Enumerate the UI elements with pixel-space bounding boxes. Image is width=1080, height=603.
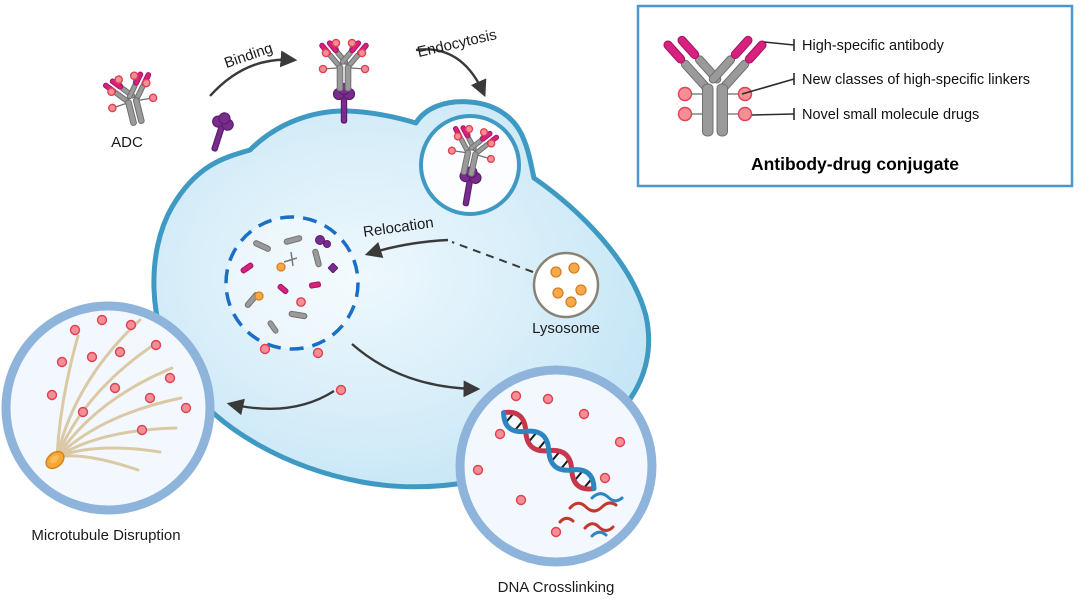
dna-crosslinking-circle (455, 365, 657, 567)
binding-arrow (209, 50, 298, 97)
legend-items: High-specific antibody New classes of hi… (802, 38, 1030, 123)
dna-crosslinking-label: DNA Crosslinking (498, 579, 615, 596)
dna-helix (501, 409, 597, 492)
adc-free (100, 65, 164, 132)
endosome-dashed-circle (224, 215, 360, 351)
legend-box: High-specific antibody New classes of hi… (636, 4, 1074, 188)
microtubule-drug-dots (46, 314, 192, 436)
lysosome-label: Lysosome (532, 320, 600, 337)
process-arrows (209, 48, 534, 416)
adc-label: ADC (111, 134, 143, 151)
released-drug-dots (259, 343, 347, 396)
centrosome-icon (45, 450, 65, 470)
microtubule-disruption-circle (1, 301, 215, 515)
microtubule-disruption-label: Microtubule Disruption (31, 527, 180, 544)
relocation-arrow (364, 238, 449, 258)
legend-item-linkers: New classes of high-specific linkers (802, 72, 1030, 88)
dna-drug-dots (472, 390, 626, 538)
legend-adc-schematic (663, 35, 767, 137)
to-microtubule-arrow (226, 389, 335, 416)
spindle-fibers (55, 318, 183, 472)
dna-fragments (558, 492, 624, 538)
to-dna-arrow (351, 343, 481, 398)
endocytosis-arrow (415, 48, 487, 98)
legend-item-drugs: Novel small molecule drugs (802, 107, 979, 123)
endocytosis-label: Endocytosis (416, 26, 499, 61)
antibody-fragments (240, 235, 339, 334)
membrane-receptor-free (203, 109, 237, 155)
legend-item-antibody: High-specific antibody (802, 38, 945, 54)
lysosome-enzyme-dots (550, 262, 587, 308)
endosome-degradation (224, 215, 360, 396)
legend-title: Antibody-drug conjugate (751, 154, 959, 174)
lysosome (532, 251, 600, 319)
legend-callout-lines (741, 39, 795, 120)
relocation-dashed-line (451, 241, 534, 273)
